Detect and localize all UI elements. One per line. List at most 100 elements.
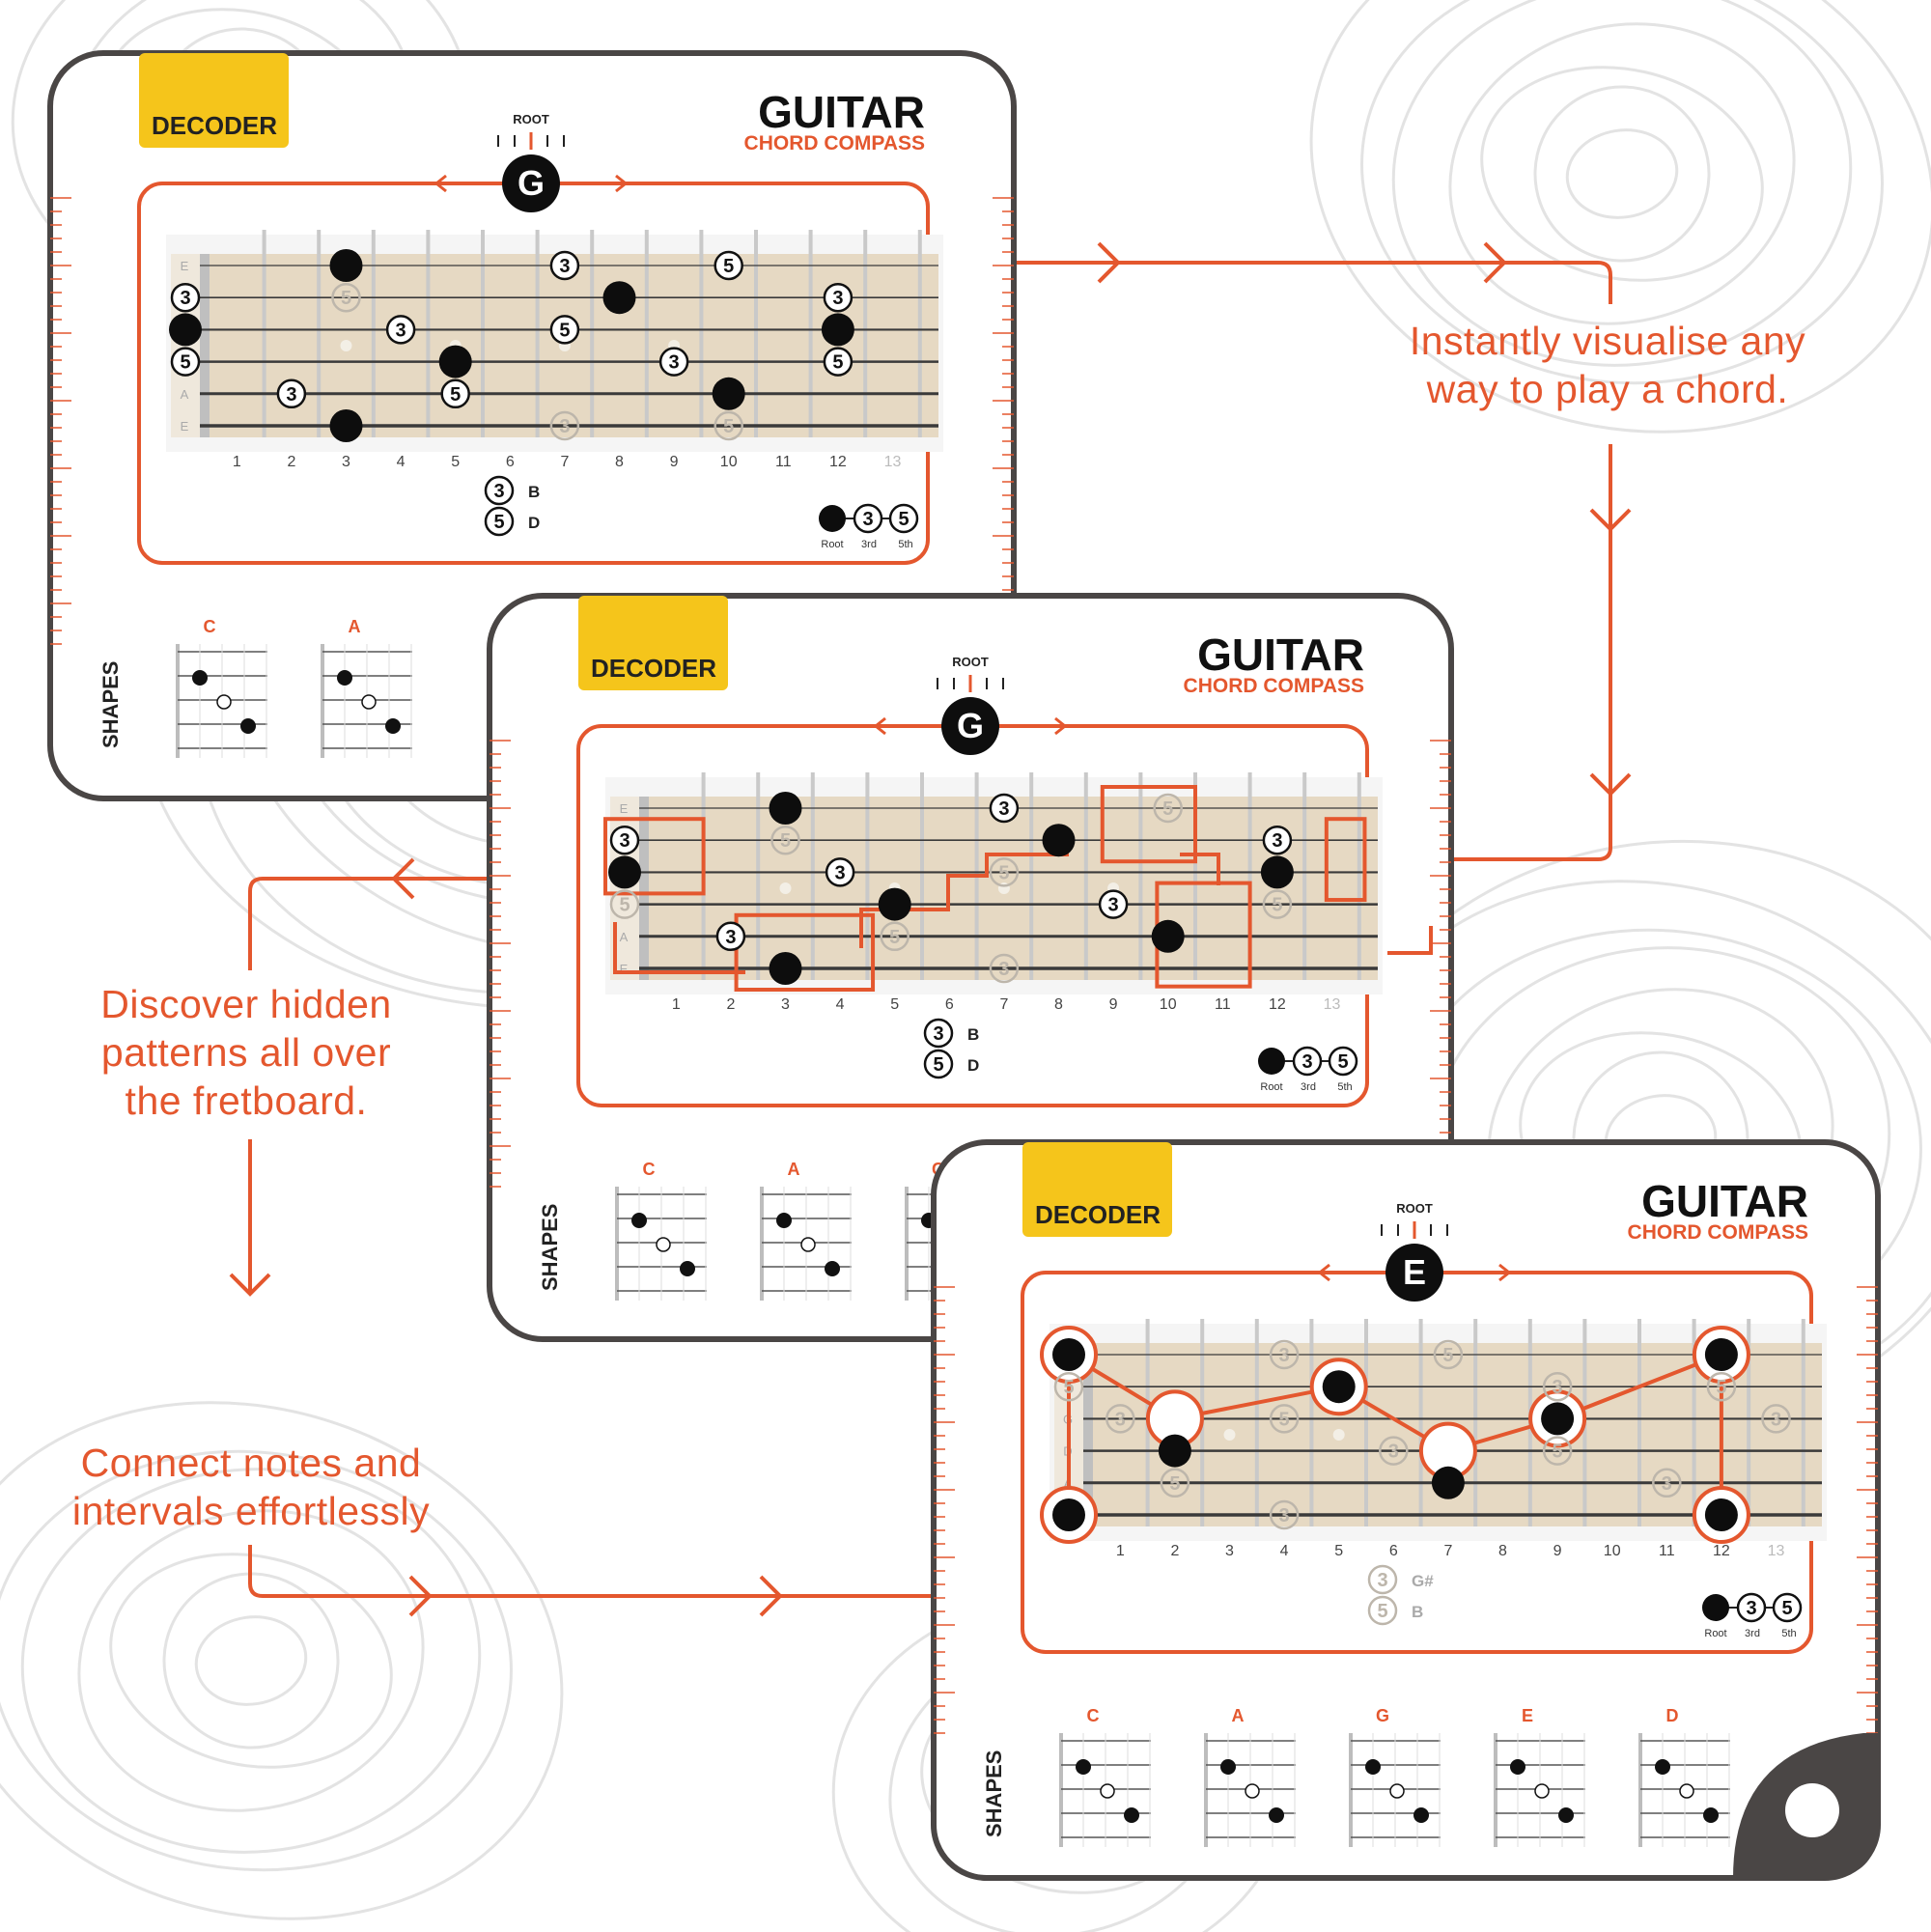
caption-visualise: Instantly visualise any way to play a ch…	[1347, 317, 1868, 413]
interval-marker	[923, 1049, 954, 1079]
root-note-badge	[1385, 1244, 1443, 1302]
interval-marker	[170, 282, 201, 313]
shape-root-dot	[1703, 1807, 1719, 1823]
interval-marker-label: 5	[1781, 1598, 1792, 1619]
interval-marker	[989, 793, 1020, 824]
caption-line: Connect notes and	[80, 1441, 422, 1485]
interval-marker	[1772, 1592, 1803, 1623]
string-label: E	[181, 259, 189, 273]
brand-subtitle: CHORD COMPASS	[1184, 675, 1364, 697]
root-marker	[769, 952, 802, 985]
contour-line	[162, 1572, 340, 1750]
interval-marker-label: 3	[725, 927, 736, 948]
fret-wire	[1801, 1319, 1805, 1526]
caption-discover: Discover hidden patterns all over the fr…	[53, 980, 439, 1125]
interval-marker	[484, 475, 515, 506]
interval-marker	[1269, 1499, 1300, 1530]
root-marker	[1158, 1434, 1191, 1468]
fret-wire	[1473, 1319, 1478, 1526]
interval-marker	[1160, 1468, 1190, 1498]
fret-wire	[810, 772, 815, 980]
interval-marker-label: 5	[723, 256, 734, 277]
shape-diagram	[156, 644, 267, 758]
interval-marker-label: 5	[559, 320, 570, 341]
fret-wire	[1692, 1319, 1696, 1526]
contour-line	[1391, 0, 1853, 367]
string-label: E	[620, 962, 629, 976]
contour-line	[77, 1509, 425, 1812]
fret-number: 2	[287, 454, 295, 470]
decoder-badge-label: DECODER	[152, 111, 277, 140]
root-marker	[608, 855, 641, 889]
shapes-label: SHAPES	[982, 1750, 1006, 1837]
interval-marker	[170, 347, 201, 377]
interval-marker-label: 3	[1662, 1473, 1672, 1495]
interval-marker-label: 5	[898, 509, 909, 530]
shape-root-dot	[631, 1213, 647, 1228]
fret-wire	[1083, 772, 1088, 980]
flow-line	[248, 877, 579, 970]
root-marker	[769, 792, 802, 825]
shape-name: D	[1666, 1706, 1679, 1725]
interval-marker	[1433, 1339, 1464, 1370]
legend-label: 3rd	[861, 539, 877, 550]
interval-marker-label: 3	[1301, 1051, 1312, 1073]
fret-number: 7	[560, 454, 569, 470]
legend-root-icon	[1702, 1594, 1729, 1621]
interval-marker-label: 3	[286, 384, 296, 406]
interval-marker	[1542, 1436, 1573, 1466]
legend-root-icon	[1258, 1048, 1285, 1075]
root-marker	[1260, 855, 1294, 889]
interval-marker-label: 3	[1746, 1598, 1756, 1619]
interval-marker-label: 3	[619, 830, 630, 852]
interval-marker	[1328, 1046, 1358, 1077]
interval-marker-label: 5	[1279, 1409, 1290, 1430]
legend-label: Root	[821, 539, 843, 550]
root-marker	[1541, 1402, 1575, 1436]
interval-marker	[770, 825, 800, 855]
note-key-label: D	[528, 514, 540, 532]
contour-line	[1533, 85, 1711, 263]
fret-wire	[865, 772, 870, 980]
root-marker	[438, 345, 472, 378]
root-marker	[329, 409, 363, 442]
fret-number: 3	[781, 996, 790, 1013]
root-marker	[1052, 1338, 1085, 1371]
pattern-box	[1324, 817, 1367, 903]
interval-marker	[1053, 1371, 1084, 1402]
shape-diagram	[1185, 1733, 1296, 1847]
note-key-label: B	[967, 1025, 979, 1044]
brand-title: GUITAR	[1641, 1176, 1808, 1226]
shape-name: E	[1522, 1706, 1533, 1725]
interval-marker	[1269, 1339, 1300, 1370]
fret-number: 5	[890, 996, 899, 1013]
arrow-chevron	[229, 1273, 271, 1297]
arrow-left-icon	[873, 716, 886, 736]
interval-marker	[385, 315, 416, 345]
arrow-left-icon	[1317, 1263, 1330, 1282]
arrow-left-icon	[434, 174, 447, 193]
decoder-badge	[578, 596, 728, 690]
caption-line: patterns all over	[100, 1030, 392, 1075]
decoder-badge-label: DECODER	[1035, 1200, 1161, 1229]
shapes-label: SHAPES	[538, 1204, 562, 1291]
fret-number: 12	[1269, 996, 1286, 1013]
fret-number: 4	[836, 996, 845, 1013]
fret-wire	[1637, 1319, 1641, 1526]
fret-wire	[262, 230, 266, 437]
shape-name: C	[204, 617, 216, 636]
fret-number: 10	[720, 454, 738, 470]
contour-line	[20, 1468, 482, 1854]
shape-root-dot	[1269, 1807, 1284, 1823]
shape-third-dot	[1679, 1783, 1694, 1799]
fret-number: 7	[1443, 1543, 1452, 1559]
interval-marker	[880, 921, 910, 952]
root-marker	[821, 313, 854, 347]
fret-number: 10	[1604, 1543, 1621, 1559]
pattern-box	[1100, 785, 1198, 864]
interval-marker	[1153, 793, 1183, 824]
interval-marker	[989, 857, 1020, 887]
fret-wire	[863, 230, 868, 437]
interval-marker	[714, 410, 743, 441]
